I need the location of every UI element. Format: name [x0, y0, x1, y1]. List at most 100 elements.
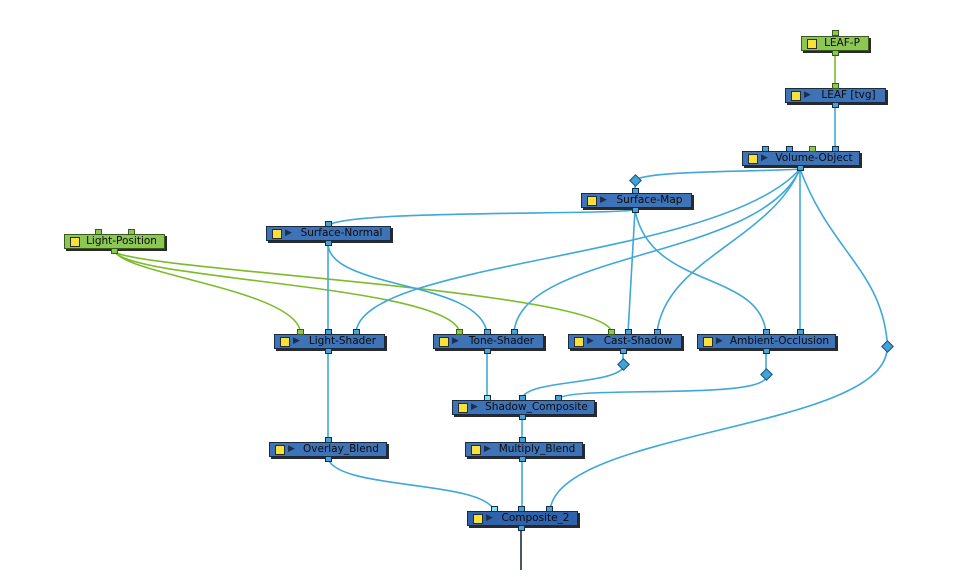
wire-vol-toneshader [513, 168, 801, 334]
port-out[interactable] [763, 348, 770, 354]
node-multiply-blend[interactable]: ▶ Multiply_Blend [465, 442, 583, 457]
port-out[interactable] [518, 525, 525, 531]
wire-vol-diamond [634, 168, 801, 181]
node-volume-object[interactable]: ▶ Volume-Object [742, 151, 860, 166]
port-in[interactable] [763, 329, 770, 335]
port-out[interactable] [325, 348, 332, 354]
port-in[interactable] [762, 146, 769, 152]
port-out[interactable] [620, 348, 627, 354]
node-shadow-composite[interactable]: ▶ Shadow_Composite [452, 400, 595, 415]
node-label: Volume-Object [775, 152, 853, 164]
port-out[interactable] [632, 207, 639, 213]
enable-square[interactable] [275, 445, 285, 455]
port-in[interactable] [519, 437, 526, 443]
port-in[interactable] [632, 188, 639, 194]
enable-square[interactable] [458, 403, 468, 413]
node-leaf-p[interactable]: LEAF-P [801, 36, 869, 51]
node-surface-normal[interactable]: ▶ Surface-Normal [266, 226, 391, 241]
port-in[interactable] [546, 506, 553, 512]
wire-lightpos-castshadow [114, 251, 612, 331]
port-out[interactable] [797, 165, 804, 171]
port-out[interactable] [325, 240, 332, 246]
node-label: Light-Position [86, 235, 157, 247]
port-in[interactable] [832, 30, 839, 36]
wire-surfmap-surfnorm [327, 209, 636, 227]
wire-vol-lightshader [355, 168, 801, 334]
port-out[interactable] [832, 102, 839, 108]
node-tone-shader[interactable]: ▶ Tone-Shader [433, 334, 544, 349]
play-icon: ▶ [452, 336, 459, 346]
node-overlay-blend[interactable]: ▶ Overlay_Blend [269, 442, 387, 457]
node-ambient-occlusion[interactable]: ▶ Ambient-Occlusion [697, 334, 836, 349]
enable-square[interactable] [703, 337, 713, 347]
play-icon: ▶ [293, 336, 300, 346]
enable-square[interactable] [272, 229, 282, 239]
wire-diamond-right-comp2 [549, 349, 888, 511]
node-label: LEAF-P [824, 37, 860, 49]
port-in[interactable] [95, 229, 102, 235]
play-icon: ▶ [471, 402, 478, 412]
node-label: Shadow_Composite [485, 401, 588, 413]
port-in[interactable] [325, 221, 332, 227]
port-out[interactable] [519, 456, 526, 462]
port-in[interactable] [519, 395, 526, 401]
port-in[interactable] [297, 329, 304, 335]
enable-square[interactable] [439, 337, 449, 347]
node-label: Composite_2 [501, 512, 570, 524]
port-in[interactable] [128, 229, 135, 235]
enable-square[interactable] [473, 514, 483, 524]
port-out[interactable] [111, 248, 118, 254]
port-out[interactable] [832, 50, 839, 56]
port-in[interactable] [484, 329, 491, 335]
enable-square[interactable] [471, 445, 481, 455]
port-in[interactable] [456, 329, 463, 335]
play-icon: ▶ [587, 336, 594, 346]
port-in[interactable] [654, 329, 661, 335]
port-in[interactable] [786, 146, 793, 152]
port-in[interactable] [511, 329, 518, 335]
port-in[interactable] [608, 329, 615, 335]
port-out[interactable] [325, 456, 332, 462]
enable-square[interactable] [587, 196, 597, 206]
node-label: Multiply_Blend [498, 443, 576, 455]
port-out[interactable] [519, 414, 526, 420]
port-in[interactable] [797, 329, 804, 335]
enable-square[interactable] [748, 154, 758, 164]
port-in[interactable] [484, 395, 491, 401]
wire-surfmap-castshadow [627, 209, 636, 334]
play-icon: ▶ [484, 444, 491, 454]
enable-square[interactable] [807, 39, 817, 49]
port-in[interactable] [809, 146, 816, 152]
port-in[interactable] [832, 83, 839, 89]
port-in[interactable] [491, 506, 498, 512]
play-icon: ▶ [716, 336, 723, 346]
wire-vol-castshadow [656, 168, 801, 334]
enable-square[interactable] [574, 337, 584, 347]
port-out[interactable] [484, 348, 491, 354]
node-surface-map[interactable]: ▶ Surface-Map [581, 193, 692, 208]
node-leaf-tvg[interactable]: ▶ LEAF [tvg] [785, 88, 886, 103]
node-light-position[interactable]: Light-Position [64, 234, 165, 249]
enable-square[interactable] [70, 237, 80, 247]
port-in[interactable] [832, 146, 839, 152]
port-in[interactable] [353, 329, 360, 335]
node-label: Overlay_Blend [303, 443, 379, 455]
play-icon: ▶ [486, 513, 493, 523]
port-in[interactable] [555, 395, 562, 401]
play-icon: ▶ [285, 228, 292, 238]
wire-lightpos-toneshader [114, 251, 460, 331]
wire-surfnorm-toneshader [327, 243, 488, 334]
port-in[interactable] [625, 329, 632, 335]
port-in[interactable] [325, 329, 332, 335]
node-label: Surface-Map [616, 194, 683, 206]
enable-square[interactable] [791, 91, 801, 101]
enable-square[interactable] [280, 337, 290, 347]
node-cast-shadow[interactable]: ▶ Cast-Shadow [568, 334, 682, 349]
node-composite-2[interactable]: ▶ Composite_2 [467, 511, 578, 526]
port-in[interactable] [518, 506, 525, 512]
node-label: LEAF [tvg] [821, 89, 876, 101]
node-light-shader[interactable]: ▶ Light-Shader [274, 334, 385, 349]
port-in[interactable] [325, 437, 332, 443]
